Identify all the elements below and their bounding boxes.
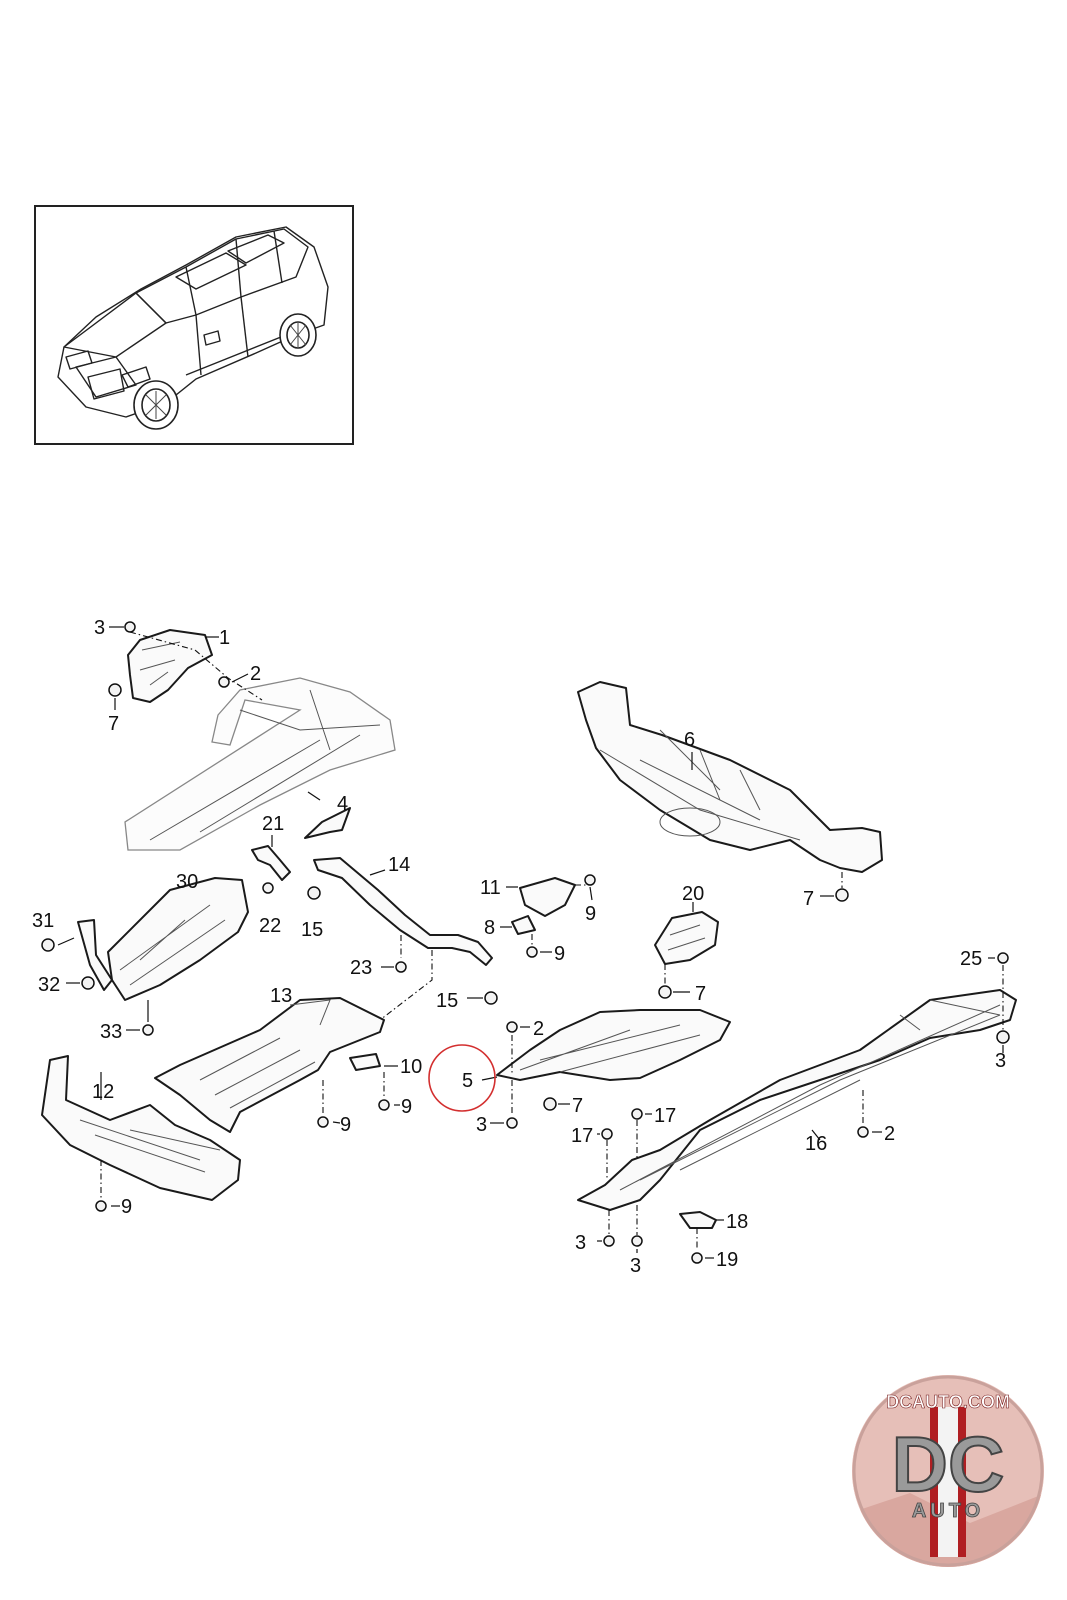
callout-9-front: 9: [121, 1196, 132, 1218]
nut-15-left: [307, 886, 321, 900]
dcauto-logo: DCAUTO.COM DC AUTO: [850, 1373, 1046, 1569]
callout-4: 4: [337, 793, 348, 815]
callout-3-top: 3: [94, 617, 105, 639]
nut-2-side: [506, 1021, 518, 1033]
callout-7-top: 7: [108, 713, 119, 735]
callout-18: 18: [726, 1211, 748, 1233]
callout-19: 19: [716, 1249, 738, 1271]
nut-3-right: [996, 1030, 1010, 1044]
bolt-23: [395, 961, 407, 973]
logo-letters: DC: [892, 1420, 1005, 1508]
callout-3-right: 3: [995, 1050, 1006, 1072]
nut-7-rear: [835, 888, 849, 902]
callout-10: 10: [400, 1056, 422, 1078]
bolt-9-center-a: [317, 1116, 329, 1128]
floor-structure-outline: [124, 677, 396, 851]
part-30-heat-shield: [77, 877, 249, 1001]
part-6-rear-shield: [577, 681, 883, 873]
part-21-bracket: [251, 845, 291, 881]
bolt-9-front: [95, 1200, 107, 1212]
part-1-heat-shield: [127, 629, 213, 703]
part-8-bracket: [511, 915, 536, 935]
bolt-9-center-b: [378, 1099, 390, 1111]
nut-2: [218, 676, 230, 688]
callout-7-cover: 7: [695, 983, 706, 1005]
nut-2-lower: [857, 1126, 869, 1138]
dcauto-badge-icon: DCAUTO.COM DC AUTO: [852, 1375, 1044, 1567]
callout-5: 5: [462, 1070, 473, 1092]
bolt-17-a: [631, 1108, 643, 1120]
logo-url-text: DCAUTO.COM: [886, 1392, 1010, 1412]
part-12-front-panel: [41, 1055, 241, 1201]
callout-31: 31: [32, 910, 54, 932]
callout-9-upper: 9: [585, 903, 596, 925]
callout-8: 8: [484, 917, 495, 939]
callout-16: 16: [805, 1133, 827, 1155]
callout-14: 14: [388, 854, 410, 876]
callout-7-side: 7: [572, 1095, 583, 1117]
nut-3-left-b: [631, 1235, 643, 1247]
nut-15-right: [484, 991, 498, 1005]
callout-30: 30: [176, 871, 198, 893]
callout-17-a: 17: [654, 1105, 676, 1127]
part-14-crossmember: [313, 857, 493, 966]
vehicle-thumbnail: [34, 205, 354, 445]
callout-22: 22: [259, 915, 281, 937]
callout-3-left-a: 3: [575, 1232, 586, 1254]
bolt-3-side: [506, 1117, 518, 1129]
bolt-17-b: [601, 1128, 613, 1140]
bolt-9-upper: [584, 874, 596, 886]
callout-6: 6: [684, 729, 695, 751]
callout-9-center-a: 9: [340, 1114, 351, 1136]
callout-15-right: 15: [436, 990, 458, 1012]
callout-25: 25: [960, 948, 982, 970]
part-13-center-panel: [154, 997, 385, 1133]
callout-2-top: 2: [250, 663, 261, 685]
nut-7: [108, 683, 122, 697]
part-5-side-panel: [496, 1009, 731, 1081]
bolt-9-mid: [526, 946, 538, 958]
nut-7-side: [543, 1097, 557, 1111]
nut-7-cover: [658, 985, 672, 999]
nut-32: [81, 976, 95, 990]
callout-23: 23: [350, 957, 372, 979]
bolt-25: [997, 952, 1009, 964]
part-11-bracket: [519, 877, 576, 917]
vehicle-illustration: [57, 226, 329, 430]
bolt-3: [124, 621, 136, 633]
callout-20: 20: [682, 883, 704, 905]
part-10-plate: [349, 1053, 381, 1071]
callout-11: 11: [480, 877, 501, 899]
underbody-parts-diagram: 3 1 2 7 4 21 22 30 31 32 33 14 15 23 15: [32, 617, 1017, 1277]
logo-subtext: AUTO: [912, 1500, 984, 1522]
callout-2-side: 2: [533, 1018, 544, 1040]
bolt-33: [142, 1024, 154, 1036]
callout-33: 33: [100, 1021, 122, 1043]
highlight-circle-part-5: [428, 1044, 496, 1112]
callout-17-b: 17: [571, 1125, 593, 1147]
callout-13: 13: [270, 985, 292, 1007]
callout-3-side: 3: [476, 1114, 487, 1136]
callout-21: 21: [262, 813, 284, 835]
callout-2-lower: 2: [884, 1123, 895, 1145]
callout-1: 1: [219, 627, 230, 649]
part-4-bracket: [304, 807, 351, 839]
callout-7-rear: 7: [803, 888, 814, 910]
callout-9-mid: 9: [554, 943, 565, 965]
callout-9-center-b: 9: [401, 1096, 412, 1118]
part-18-bracket: [679, 1211, 717, 1229]
callout-32: 32: [38, 974, 60, 996]
nut-31: [41, 938, 55, 952]
part-20-cover: [654, 911, 719, 965]
bolt-19: [691, 1252, 703, 1264]
callout-15-left: 15: [301, 919, 323, 941]
callout-3-left-b: 3: [630, 1255, 641, 1277]
nut-22: [262, 882, 274, 894]
callout-12: 12: [92, 1081, 114, 1103]
nut-3-left-a: [603, 1235, 615, 1247]
part-16-side-skirt: [577, 989, 1017, 1211]
